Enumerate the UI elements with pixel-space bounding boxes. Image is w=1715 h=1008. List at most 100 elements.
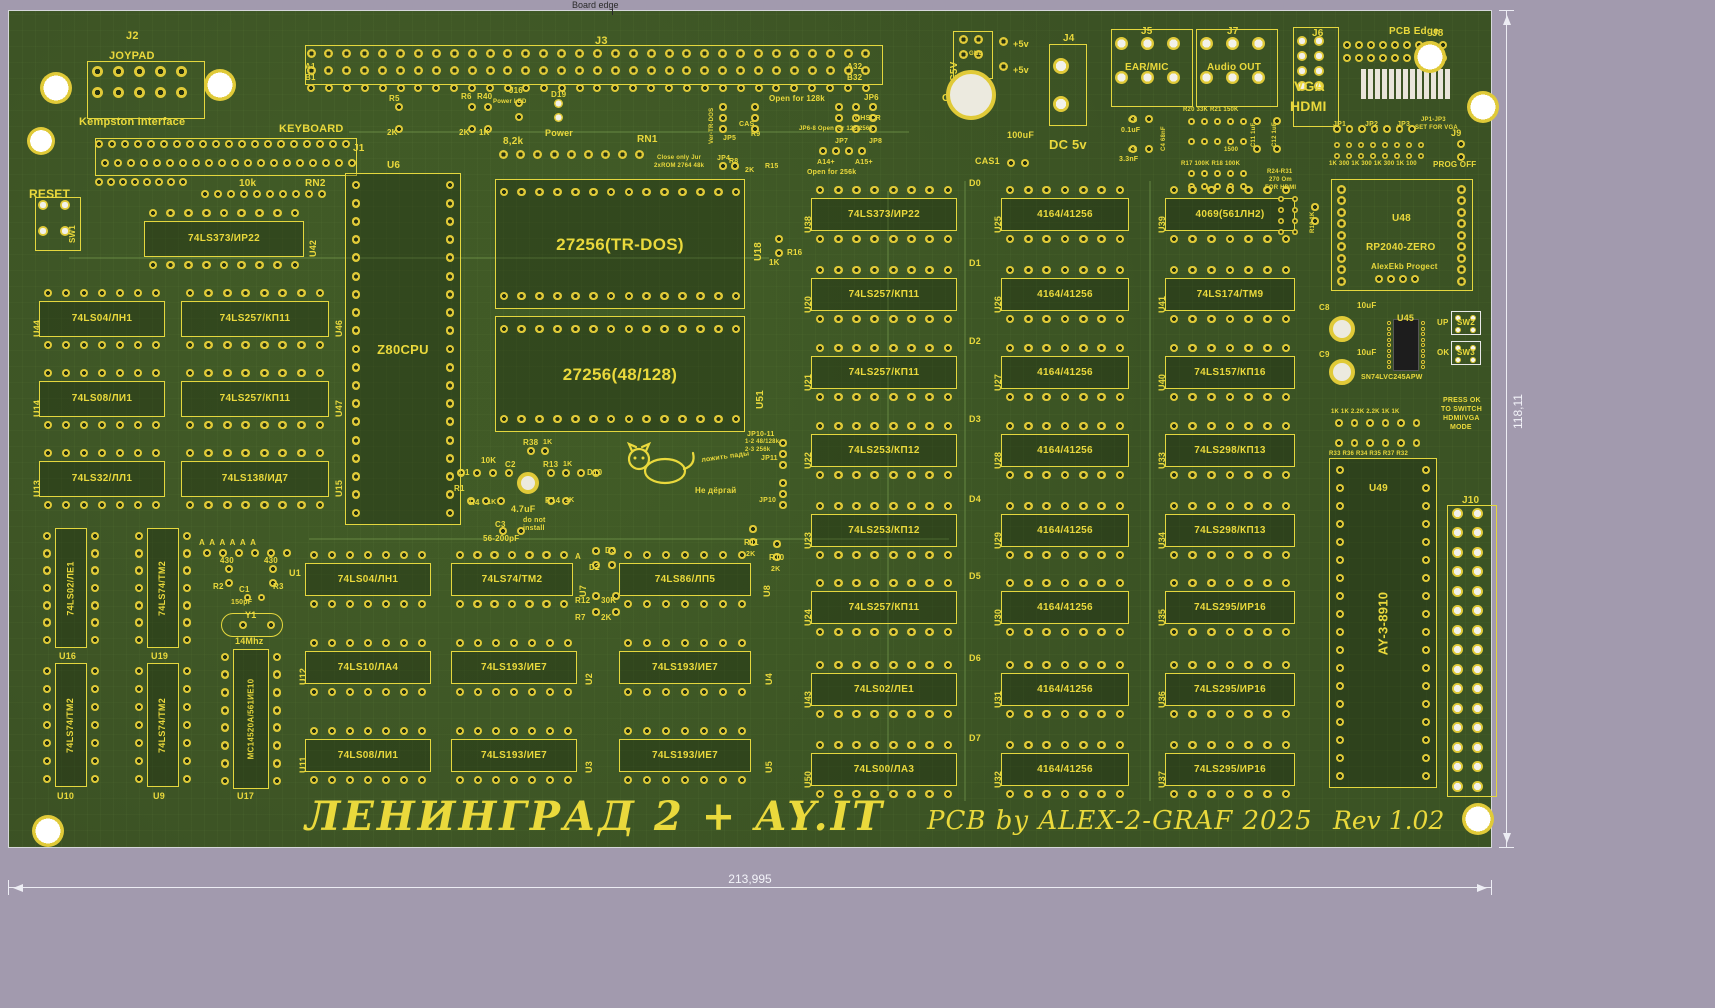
pad — [1333, 141, 1341, 149]
pad — [327, 726, 337, 736]
pad — [445, 344, 455, 354]
pad — [182, 720, 192, 730]
chip-U6: Z80CPU — [345, 173, 461, 525]
silk-text: JP7 — [835, 138, 849, 145]
pad — [606, 187, 616, 197]
silk-text: 10uF — [1357, 348, 1377, 357]
pad — [1115, 789, 1125, 799]
capacitor — [1329, 359, 1355, 385]
pad — [1206, 265, 1216, 275]
pad — [1213, 137, 1221, 145]
pad — [1097, 185, 1107, 195]
pad — [731, 414, 741, 424]
silk-text: JP6 — [864, 93, 879, 102]
pad — [324, 48, 334, 58]
pad — [1187, 169, 1195, 177]
chip-label: 74LS253/КП12 — [848, 524, 920, 536]
pad — [1188, 627, 1198, 637]
pad — [1297, 36, 1307, 46]
pad — [272, 260, 282, 270]
pad — [592, 547, 600, 555]
silk-text: U34 — [1157, 531, 1167, 549]
silk-text: A — [575, 552, 581, 561]
pad — [115, 368, 125, 378]
pad — [943, 578, 953, 588]
pad — [1206, 789, 1216, 799]
pad — [789, 48, 799, 58]
pad — [159, 139, 169, 149]
pad — [499, 324, 509, 334]
pad — [278, 448, 288, 458]
pad — [771, 65, 781, 75]
silk-text: U10 — [57, 791, 75, 801]
pad — [680, 638, 690, 648]
pad — [1078, 660, 1088, 670]
pad — [1469, 356, 1477, 364]
pad — [779, 501, 787, 509]
pad — [718, 638, 728, 648]
pad — [1225, 709, 1235, 719]
pad — [731, 162, 739, 170]
silk-text: RESET — [29, 187, 71, 201]
pad — [297, 420, 306, 430]
pad — [107, 178, 115, 186]
pad — [943, 185, 953, 195]
pad — [482, 497, 490, 505]
pad — [148, 208, 158, 218]
pad — [1421, 343, 1425, 347]
pad — [1397, 439, 1405, 447]
pad — [431, 48, 441, 58]
pad — [308, 158, 318, 168]
pad — [1421, 354, 1425, 358]
pad — [485, 65, 495, 75]
pad — [646, 48, 656, 58]
chip-U5: 74LS193/ИЕ7 — [619, 739, 751, 772]
pad — [815, 789, 825, 799]
pad — [749, 538, 757, 546]
component-outline — [1049, 44, 1087, 126]
pad — [1213, 182, 1221, 190]
pad — [1115, 265, 1125, 275]
pad — [1169, 501, 1179, 511]
dimension-width-line — [8, 887, 1492, 888]
pad — [381, 599, 391, 609]
pad — [682, 48, 692, 58]
pad — [241, 448, 251, 458]
pad — [852, 740, 861, 750]
pad — [1262, 709, 1272, 719]
pad — [1281, 392, 1291, 402]
pad — [1335, 439, 1343, 447]
silk-text: JP11 — [761, 455, 778, 462]
pad — [624, 414, 634, 424]
pad — [399, 599, 409, 609]
pad — [491, 775, 501, 785]
pad — [417, 726, 427, 736]
pad — [1357, 152, 1365, 160]
pad — [1244, 314, 1254, 324]
pad — [852, 234, 861, 244]
pad — [90, 702, 100, 712]
pad — [1115, 740, 1125, 750]
pad — [973, 34, 983, 44]
pad — [1169, 234, 1179, 244]
pad — [1213, 169, 1221, 177]
pad — [1188, 314, 1198, 324]
pad — [1005, 314, 1015, 324]
chip-U23: 74LS253/КП12 — [811, 514, 957, 547]
pad — [515, 149, 525, 159]
pad — [888, 740, 898, 750]
chip-U31: 4164/41256 — [1001, 673, 1129, 706]
pad — [819, 147, 827, 155]
pad — [1387, 321, 1391, 325]
silk-text: U18 — [753, 242, 764, 261]
mounting-hole — [32, 815, 64, 847]
pad — [557, 65, 567, 75]
dimension-height-line — [1506, 10, 1507, 848]
pad — [1387, 326, 1391, 331]
silk-text: U36 — [1157, 690, 1167, 708]
pad — [1140, 70, 1154, 84]
mounting-hole — [1414, 41, 1446, 73]
pad — [1005, 421, 1015, 431]
pad — [719, 125, 727, 133]
pad — [241, 288, 251, 298]
